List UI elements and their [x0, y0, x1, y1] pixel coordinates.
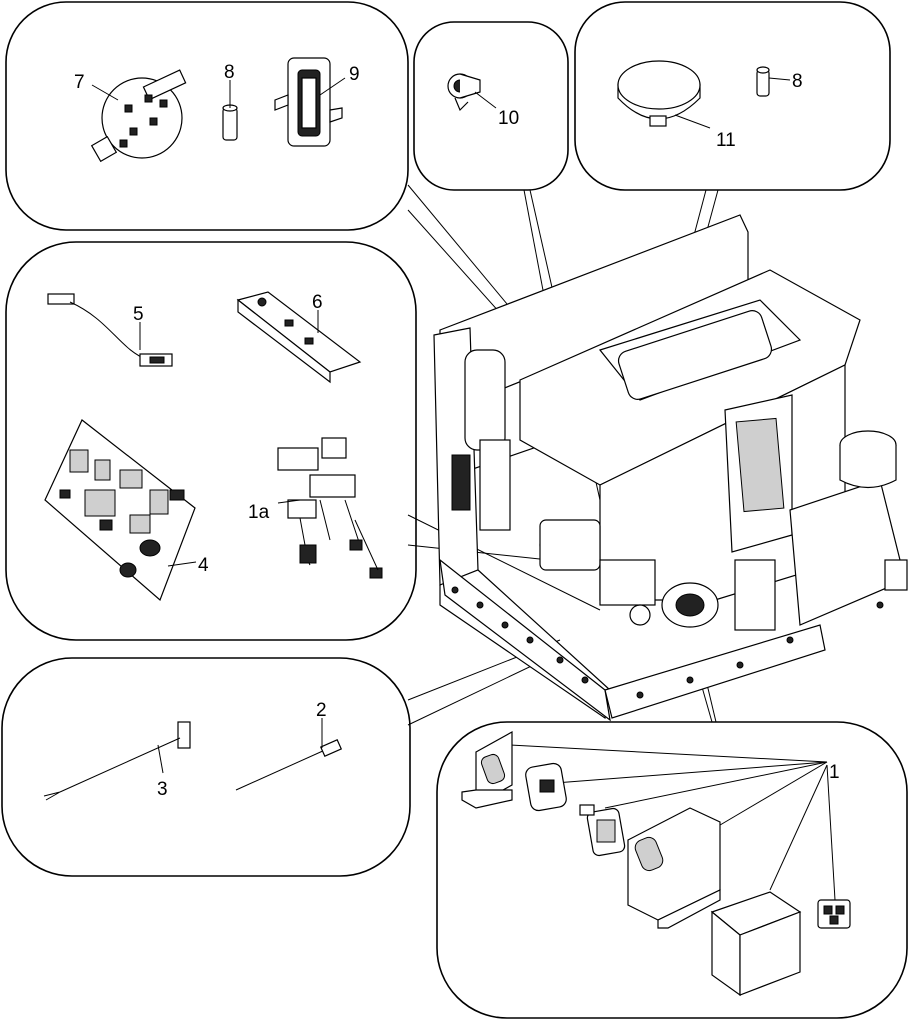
callout-8-top-left: 8: [224, 62, 235, 83]
bubble-mid-left: [5, 241, 417, 641]
limit-switch-icon: [447, 73, 481, 112]
callout-11: 11: [716, 130, 736, 151]
relay-icon: [817, 899, 851, 929]
callout-10: 10: [498, 108, 519, 129]
bubble-bottom-right: [436, 721, 908, 1019]
fuse-small-icon: [756, 66, 770, 97]
mounting-bracket-small-icon: [461, 730, 513, 809]
main-unit: [433, 214, 908, 722]
callout-6: 6: [312, 292, 323, 313]
wire-harness-cable-icon: [47, 293, 173, 367]
bubble-top-mid: [413, 21, 569, 191]
display-board-icon: [236, 291, 362, 384]
callout-8-top-right: 8: [792, 71, 803, 92]
transformer-box-icon: [710, 891, 802, 997]
wiring-harness-connectors-icon: [277, 437, 383, 579]
callout-4: 4: [198, 555, 209, 576]
mounting-bracket-large-icon: [627, 807, 721, 929]
callout-3: 3: [157, 779, 168, 800]
callout-1-leaders: [509, 744, 836, 901]
callout-1a: 1a: [248, 502, 270, 523]
control-board-icon: [44, 419, 196, 602]
callout-5: 5: [133, 304, 144, 325]
gasket-bracket-icon: [274, 57, 343, 147]
flame-rod-icon: [235, 738, 343, 791]
callout-1: 1: [829, 762, 840, 783]
callout-7: 7: [74, 72, 85, 93]
temperature-sensor-probe-icon: [43, 721, 191, 801]
pressure-switch-icon: [90, 69, 187, 163]
bubble-top-left: [5, 1, 409, 231]
connector-socket-icon: [579, 804, 626, 857]
callout-9: 9: [349, 64, 360, 85]
bubble-top-right: [574, 1, 891, 191]
flame-sensor-disc-icon: [617, 60, 701, 127]
fuse-icon: [222, 104, 238, 141]
connector-plug-icon: [525, 762, 567, 812]
bubble-bottom-left: [1, 657, 411, 877]
callout-2: 2: [316, 700, 327, 721]
